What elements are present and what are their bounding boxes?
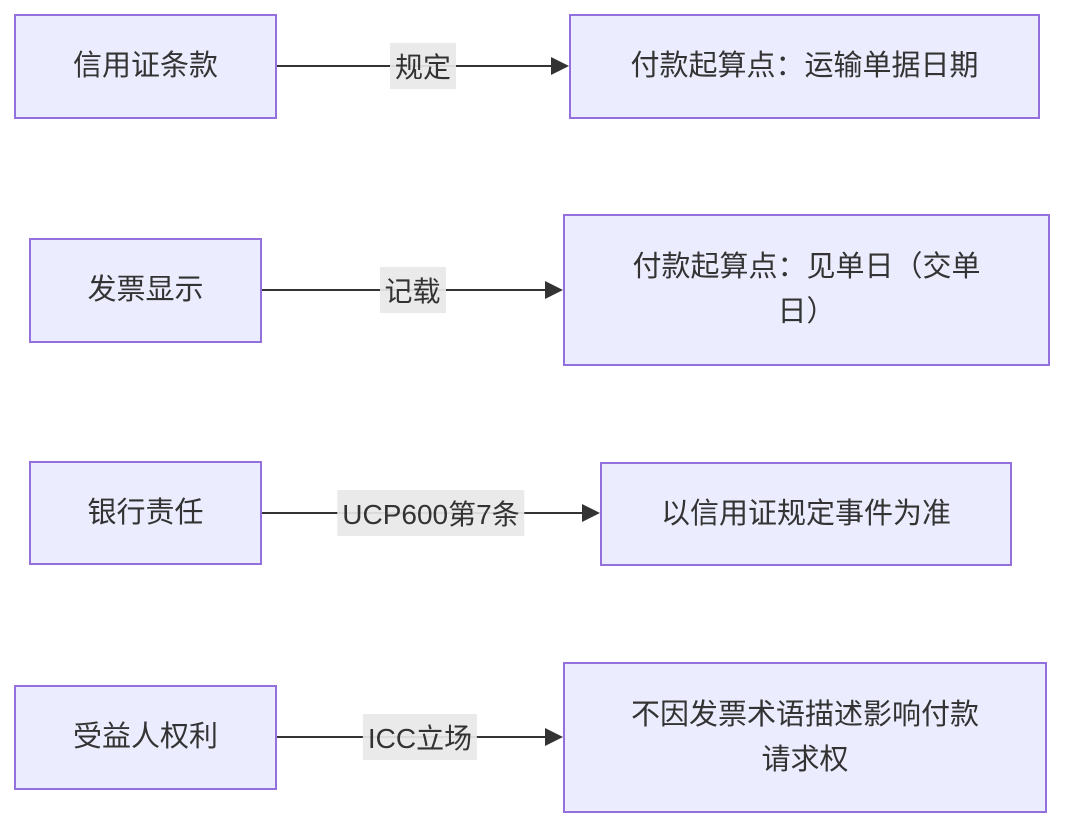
- node-label: 付款起算点：运输单据日期: [630, 50, 979, 83]
- node-source: 受益人权利: [14, 685, 277, 790]
- node-label: 信用证条款: [72, 50, 218, 83]
- node-label: 发票显示: [87, 274, 204, 307]
- edge-label: 记载: [379, 267, 446, 313]
- node-label: 付款起算点：见单日（交单 日）: [632, 251, 981, 328]
- node-target: 付款起算点：见单日（交单 日）: [563, 214, 1050, 366]
- arrowhead-icon: [582, 504, 600, 522]
- arrowhead-icon: [545, 281, 563, 299]
- edge-label: 规定: [389, 43, 457, 89]
- node-label: 以信用证规定事件为准: [660, 497, 951, 530]
- node-source: 发票显示: [29, 238, 262, 343]
- node-source: 信用证条款: [14, 14, 277, 119]
- arrowhead-icon: [551, 57, 569, 75]
- edge-label: UCP600第7条: [337, 490, 525, 536]
- node-label: 受益人权利: [72, 721, 218, 754]
- edge-label: ICC立场: [362, 714, 478, 760]
- node-label: 不因发票术语描述影响付款 请求权: [630, 698, 979, 776]
- node-target: 付款起算点：运输单据日期: [569, 14, 1040, 119]
- node-label: 银行责任: [87, 496, 204, 529]
- node-target: 以信用证规定事件为准: [600, 462, 1012, 566]
- node-target: 不因发票术语描述影响付款 请求权: [563, 662, 1047, 813]
- node-source: 银行责任: [29, 461, 262, 565]
- arrowhead-icon: [545, 728, 563, 746]
